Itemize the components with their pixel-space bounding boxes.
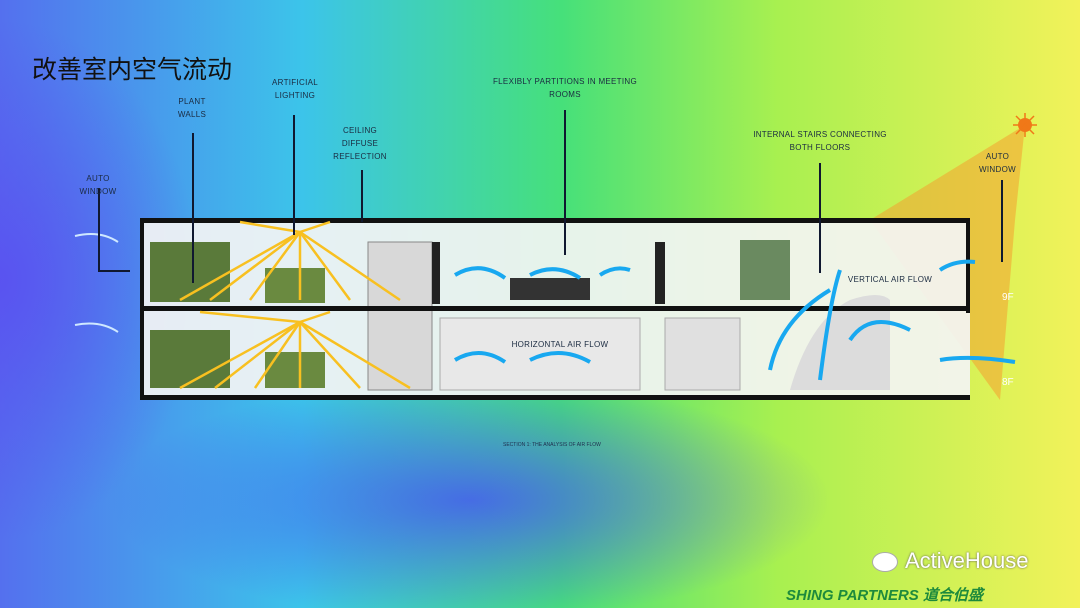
leader-line <box>819 163 821 273</box>
leader-line <box>1001 180 1003 262</box>
leader-line <box>564 110 566 255</box>
label-stairs: INTERNAL STAIRS CONNECTING BOTH FLOORS <box>753 130 887 152</box>
light-rays <box>179 220 411 390</box>
spiral-stair <box>790 295 890 390</box>
watermark: ActiveHouse <box>905 548 1029 573</box>
floor-label-8f: 8F <box>1002 377 1014 388</box>
label-plant-walls: PLANT WALLS <box>177 97 207 119</box>
label-vertical-flow: VERTICAL AIR FLOW <box>847 275 933 284</box>
plant-wall-9f <box>150 242 230 302</box>
section-caption: SECTION 1: THE ANALYSIS OF AIR FLOW <box>503 442 601 448</box>
tree-8f <box>265 352 325 388</box>
leader-line <box>293 115 295 235</box>
tree-9f <box>265 268 325 303</box>
floor-label-9f: 9F <box>1002 292 1014 303</box>
page-title: 改善室内空气流动 <box>32 55 233 84</box>
label-ceiling: CEILING DIFFUSE REFLECTION <box>333 126 387 161</box>
sun-icon <box>1013 113 1037 137</box>
leader-line <box>361 170 363 222</box>
leader-line <box>98 270 130 272</box>
label-auto-window-left: AUTO WINDOW <box>79 174 117 196</box>
plant-wall-8f <box>150 330 230 388</box>
meeting-table <box>510 278 590 300</box>
green-wall <box>740 240 790 300</box>
label-artificial-lighting: ARTIFICIAL LIGHTING <box>272 78 318 100</box>
leader-line <box>192 133 194 283</box>
label-partitions: FLEXIBLY PARTITIONS IN MEETING ROOMS <box>493 77 637 99</box>
label-horizontal-flow: HORIZONTAL AIR FLOW <box>511 340 609 349</box>
leader-line <box>98 188 100 272</box>
wechat-icon <box>872 552 898 572</box>
company-logo: SHING PARTNERS 道合伯盛 <box>786 587 983 604</box>
label-auto-window-right: AUTO WINDOW <box>979 152 1016 174</box>
